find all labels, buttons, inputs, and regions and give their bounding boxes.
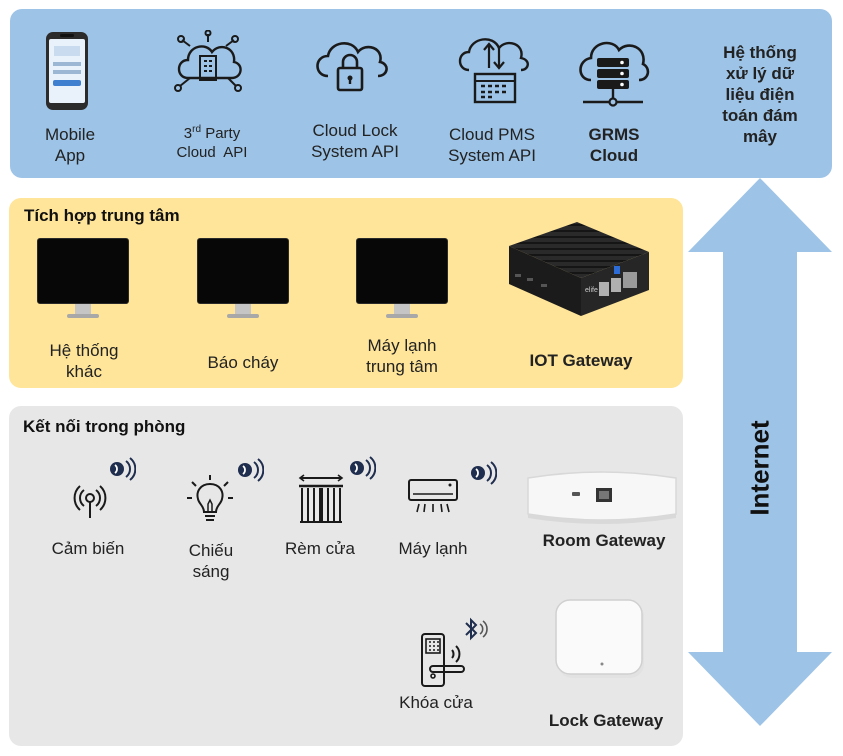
door-lock-icon bbox=[421, 633, 465, 687]
grms-cloud-label: GRMS Cloud bbox=[588, 125, 640, 165]
air-conditioner-icon bbox=[408, 479, 458, 513]
monitor-icon bbox=[356, 238, 448, 318]
room-connection-panel bbox=[9, 406, 683, 746]
light-bulb-icon bbox=[187, 475, 233, 521]
svg-text:elife: elife bbox=[585, 287, 598, 294]
cloud-building-icon bbox=[174, 30, 242, 92]
room-gateway-label: Room Gateway bbox=[542, 531, 666, 550]
cloud-lock-icon bbox=[316, 42, 388, 92]
cloud-system-title: Hệ thống xử lý dữ liệu điện toán đám mây bbox=[722, 43, 798, 146]
lighting-label: Chiếu sáng bbox=[188, 541, 234, 581]
internet-double-arrow bbox=[688, 178, 832, 726]
iot-gateway-label: IOT Gateway bbox=[529, 351, 633, 370]
bluetooth-icon bbox=[465, 617, 488, 641]
sensor-label: Cảm biến bbox=[51, 539, 125, 558]
room-gateway-device-icon bbox=[527, 471, 677, 524]
internet-label: Internet bbox=[744, 420, 775, 516]
monitor-icon bbox=[197, 238, 289, 318]
central-ac-label: Máy lạnh trung tâm bbox=[366, 336, 438, 376]
third-party-api-label: 3rd Party Cloud API bbox=[160, 120, 264, 162]
room-connection-title: Kết nối trong phòng bbox=[23, 417, 186, 436]
third-party-sup: rd bbox=[192, 124, 202, 135]
air-conditioner-label: Máy lạnh bbox=[398, 539, 468, 558]
curtain-label: Rèm cửa bbox=[285, 539, 355, 558]
wireless-signal-icon bbox=[110, 457, 136, 481]
lock-gateway-label: Lock Gateway bbox=[548, 711, 664, 730]
third-party-line2: Cloud API bbox=[176, 144, 248, 161]
iot-gateway-device-icon: elife bbox=[509, 222, 649, 316]
sensor-antenna-icon bbox=[73, 485, 107, 518]
monitor-icon bbox=[37, 238, 129, 318]
other-systems-label: Hệ thống khác bbox=[49, 341, 119, 381]
mobile-phone-icon bbox=[46, 32, 88, 110]
lock-gateway-device-icon bbox=[555, 599, 644, 678]
mobile-app-label: Mobile App bbox=[44, 125, 96, 165]
central-integration-title: Tích hợp trung tâm bbox=[24, 206, 180, 225]
fire-alarm-label: Báo cháy bbox=[207, 353, 279, 372]
cloud-panel bbox=[10, 9, 832, 178]
cloud-calendar-icon bbox=[458, 38, 529, 104]
third-party-rest: Party bbox=[201, 125, 241, 142]
third-party-prefix: 3 bbox=[183, 125, 193, 142]
cloud-lock-label: Cloud Lock System API bbox=[311, 121, 399, 161]
wireless-signal-icon bbox=[471, 461, 497, 485]
wireless-signal-icon bbox=[350, 456, 376, 480]
cloud-server-icon bbox=[579, 41, 650, 107]
door-lock-label: Khóa cửa bbox=[399, 693, 473, 712]
curtain-icon bbox=[298, 474, 344, 523]
wireless-signal-icon bbox=[238, 458, 264, 482]
cloud-pms-label: Cloud PMS System API bbox=[448, 125, 536, 165]
